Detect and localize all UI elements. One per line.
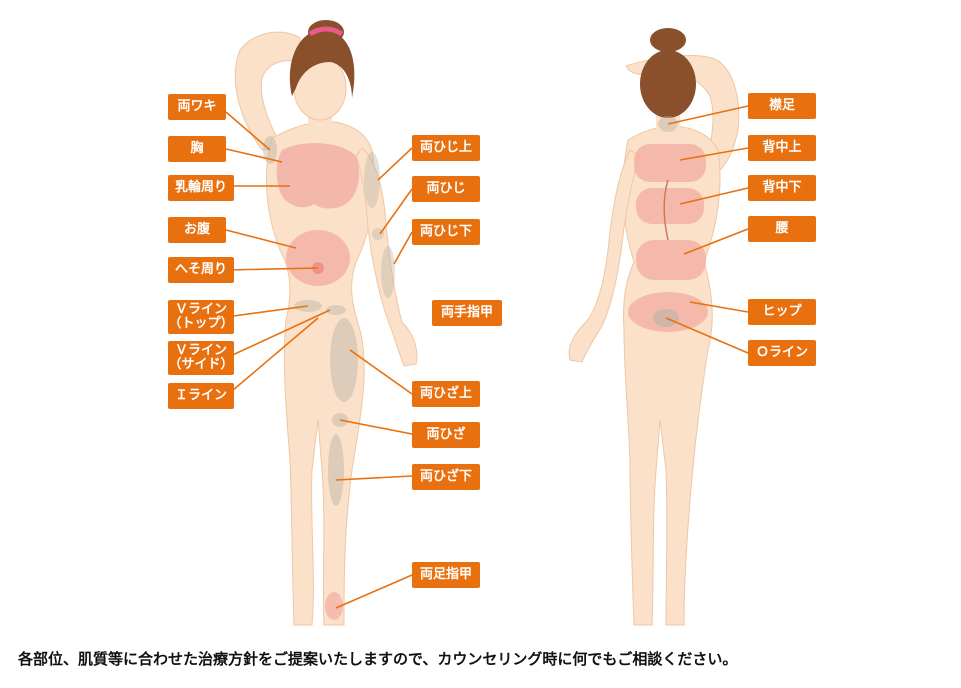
zone-elbow bbox=[372, 228, 384, 240]
label-text: お腹 bbox=[183, 222, 210, 238]
label-text: 胸 bbox=[190, 141, 204, 157]
label-hiza-shita: 両ひざ下 bbox=[412, 464, 480, 490]
zone-forearm bbox=[381, 246, 395, 298]
label-text: 襟足 bbox=[768, 98, 795, 114]
zone-upper-back bbox=[634, 144, 706, 182]
label-vline-side: Ｖライン （サイド） bbox=[168, 341, 234, 375]
label-mune: 胸 bbox=[168, 136, 226, 162]
label-oline: Ｏライン bbox=[748, 340, 816, 366]
zone-chest bbox=[276, 143, 360, 209]
label-te-yubi: 両手指甲 bbox=[432, 300, 502, 326]
back-head-hair bbox=[640, 50, 696, 118]
label-text: Ｖライン bbox=[174, 302, 227, 318]
label-koshi: 腰 bbox=[748, 216, 816, 242]
label-text: 乳輪周り bbox=[174, 180, 227, 196]
label-text: 両ひじ bbox=[426, 181, 466, 197]
front-hair-bun bbox=[308, 20, 344, 44]
spine-line bbox=[663, 179, 669, 241]
label-text: 両ひじ上 bbox=[419, 140, 472, 156]
label-vline-top: Ｖライン （トップ） bbox=[168, 300, 234, 334]
zone-waist bbox=[636, 240, 706, 280]
label-text: Ｉライン bbox=[174, 388, 227, 404]
back-hair-bun bbox=[650, 28, 686, 52]
zone-thigh bbox=[330, 318, 358, 402]
zone-abdomen bbox=[286, 230, 350, 286]
label-text: Ｖライン bbox=[174, 343, 227, 359]
front-hair bbox=[289, 30, 355, 98]
label-hiza: 両ひざ bbox=[412, 422, 480, 448]
label-heso: へそ周り bbox=[168, 257, 234, 283]
label-text: （トップ） bbox=[168, 316, 234, 331]
zone-upper-arm bbox=[364, 152, 380, 208]
front-raised-arm bbox=[234, 31, 301, 151]
label-text: 両手指甲 bbox=[440, 305, 493, 321]
front-figure bbox=[234, 20, 418, 626]
label-hiza-ue: 両ひざ上 bbox=[412, 381, 480, 407]
label-nyuurin: 乳輪周り bbox=[168, 175, 234, 201]
label-text: Ｏライン bbox=[755, 345, 808, 361]
label-hiji-shita: 両ひじ下 bbox=[412, 219, 480, 245]
label-iline: Ｉライン bbox=[168, 383, 234, 409]
zone-shin bbox=[328, 434, 344, 506]
front-hair-scrunchie bbox=[308, 26, 344, 37]
label-senaka-shita: 背中下 bbox=[748, 175, 816, 201]
label-hiji: 両ひじ bbox=[412, 176, 480, 202]
label-text: 背中上 bbox=[762, 140, 802, 156]
back-lowered-arm bbox=[568, 149, 641, 363]
label-text: 両ひざ bbox=[426, 427, 466, 443]
label-hiji-ue: 両ひじ上 bbox=[412, 135, 480, 161]
caption-text: 各部位、肌質等に合わせた治療方針をご提案いたしますので、カウンセリング時に何でも… bbox=[18, 650, 738, 668]
label-text: 両ひざ上 bbox=[419, 386, 472, 402]
zone-v-side bbox=[326, 305, 346, 315]
zone-toes bbox=[325, 592, 343, 620]
label-text: ヒップ bbox=[762, 304, 802, 320]
label-hip: ヒップ bbox=[748, 299, 816, 325]
label-eriashi: 襟足 bbox=[748, 93, 816, 119]
label-senaka-ue: 背中上 bbox=[748, 135, 816, 161]
label-ryou-waki: 両ワキ bbox=[168, 94, 226, 120]
label-ashi-yubi: 両足指甲 bbox=[412, 562, 480, 588]
label-text: 両足指甲 bbox=[419, 567, 472, 583]
zone-lower-back bbox=[636, 188, 704, 224]
back-figure bbox=[568, 28, 740, 626]
label-onaka: お腹 bbox=[168, 217, 226, 243]
label-text: 両ひじ下 bbox=[419, 224, 472, 240]
label-text: 背中下 bbox=[762, 180, 802, 196]
label-text: 両ひざ下 bbox=[419, 469, 472, 485]
leader-lines bbox=[225, 105, 749, 609]
label-text: （サイド） bbox=[168, 357, 234, 372]
label-text: 両ワキ bbox=[177, 99, 217, 115]
label-text: へそ周り bbox=[174, 262, 227, 278]
label-text: 腰 bbox=[775, 221, 789, 237]
